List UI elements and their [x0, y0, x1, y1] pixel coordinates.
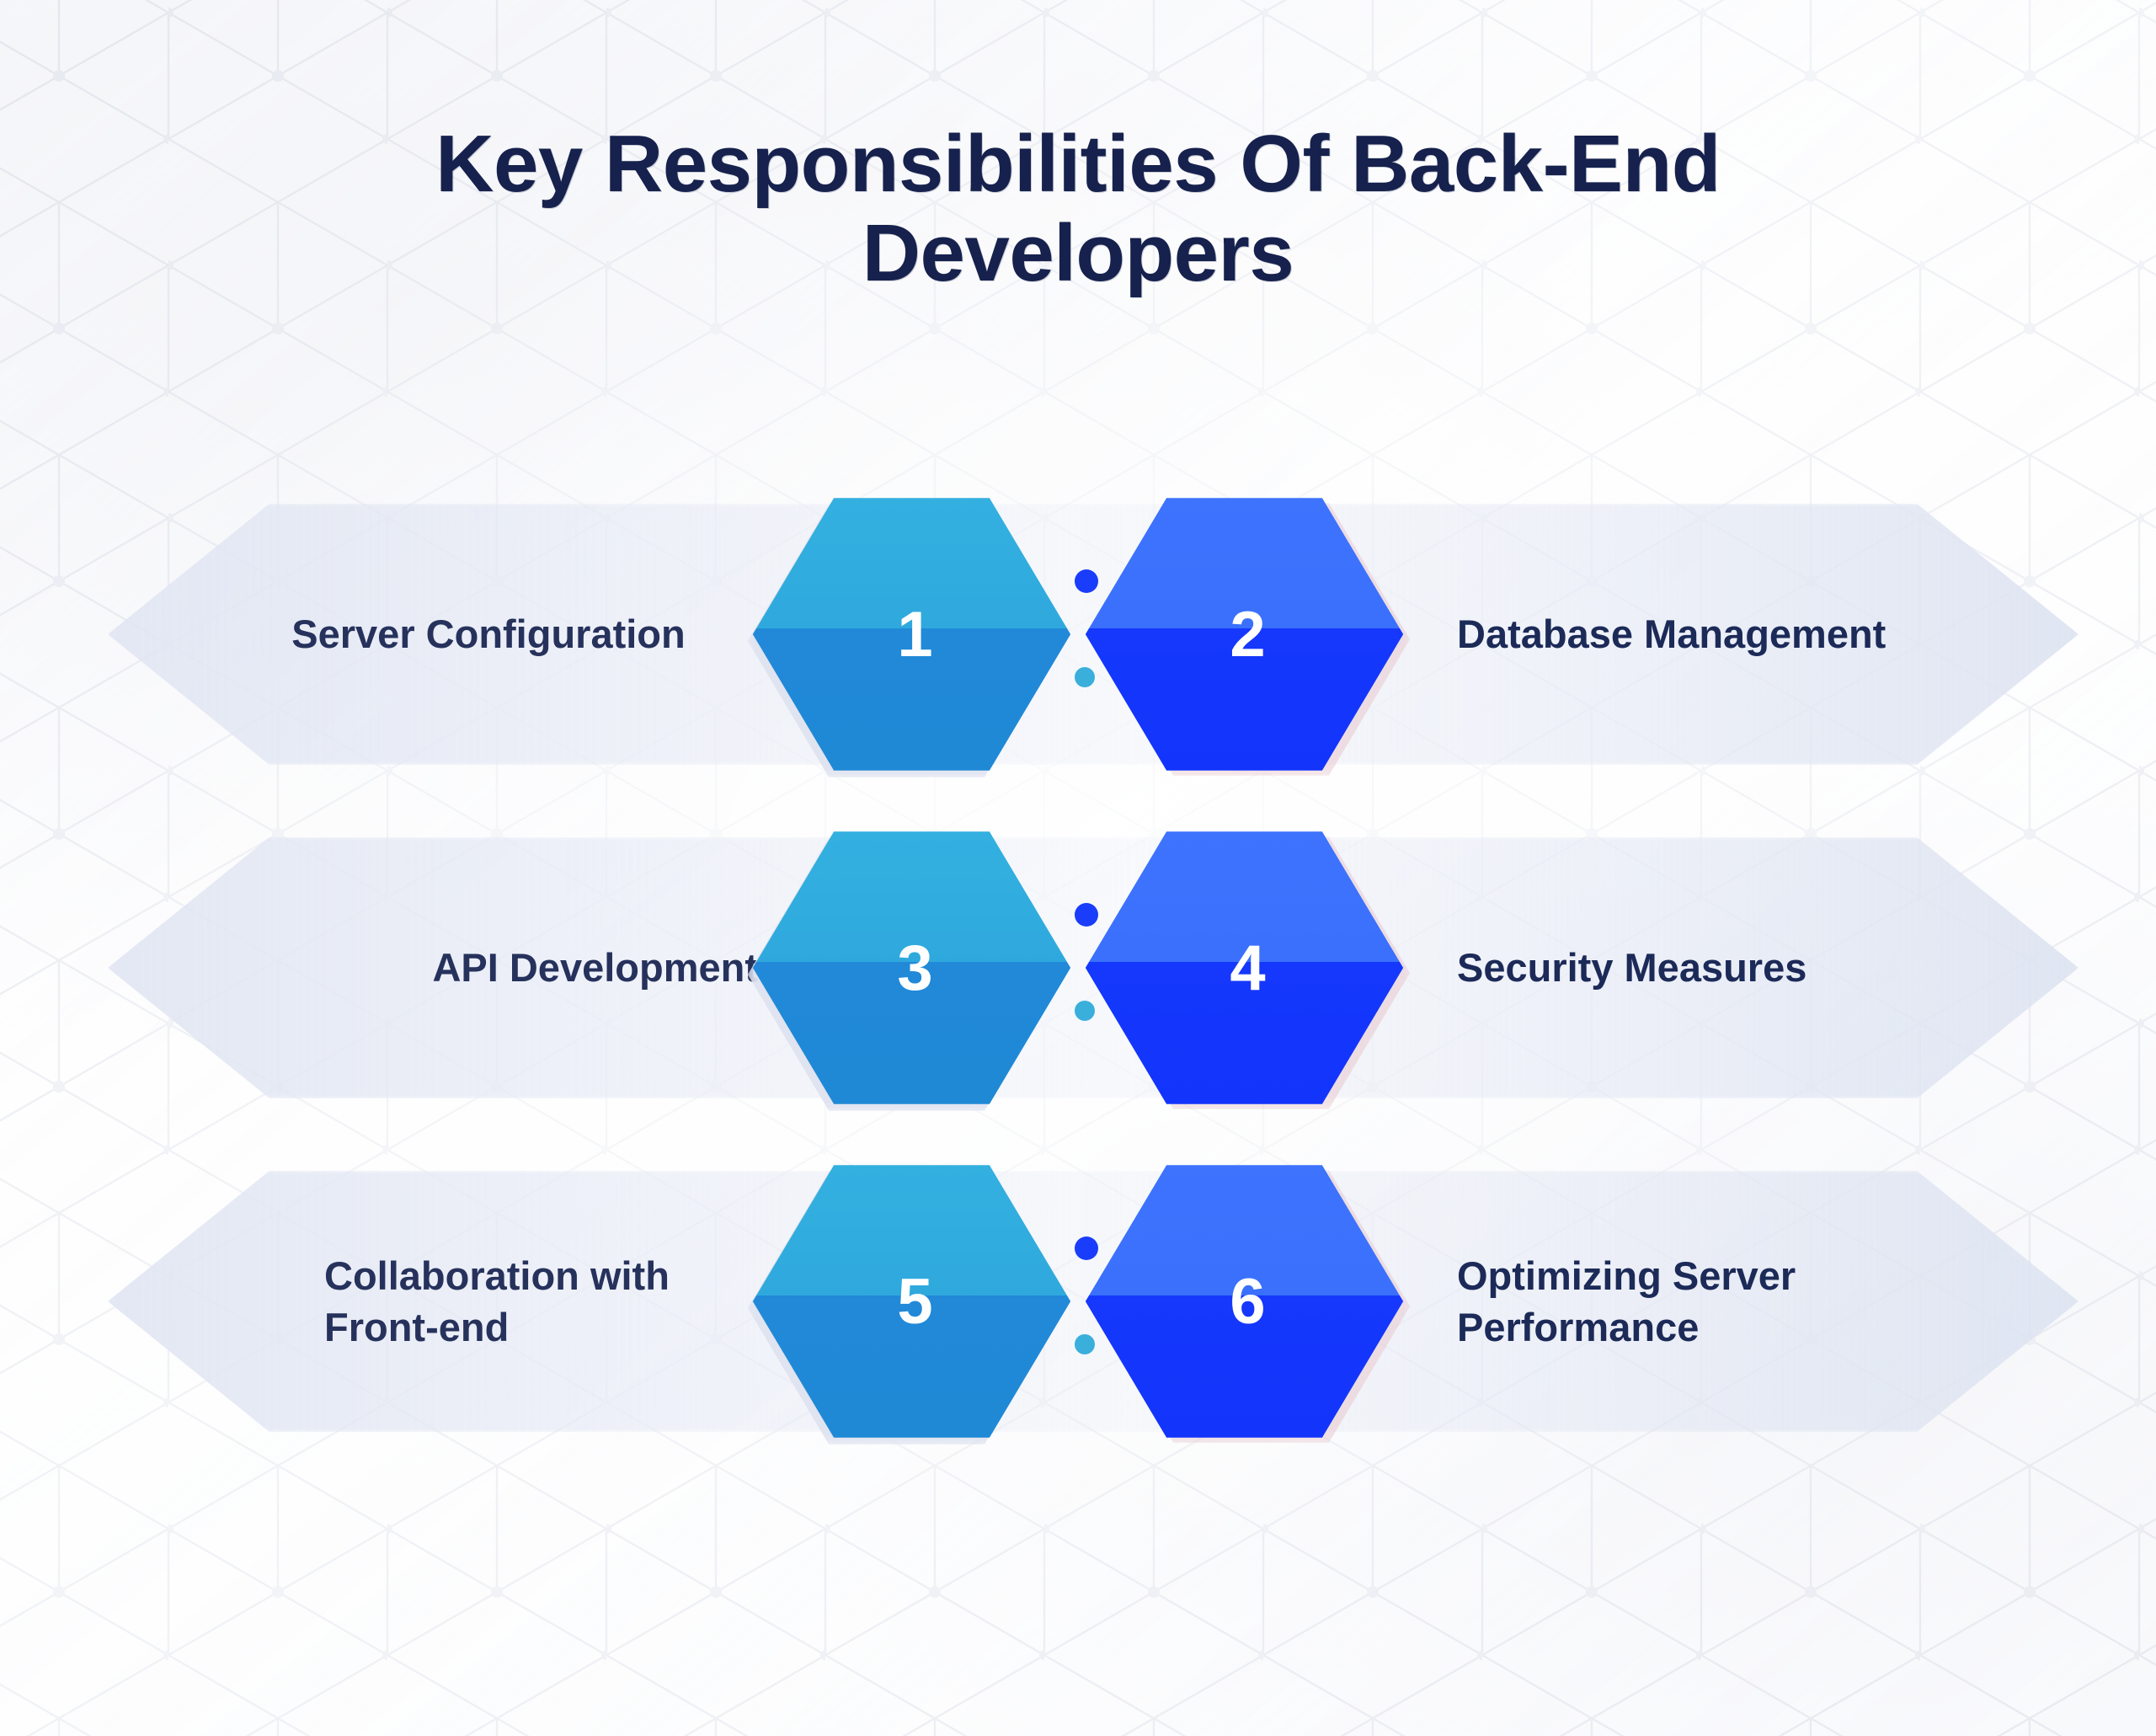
- row-3-right-label: Optimizing Server Performance: [1457, 1253, 1796, 1349]
- hex-number-6: 6: [1230, 1265, 1266, 1338]
- hex-item-3[interactable]: 3: [747, 829, 1074, 1111]
- hex-item-1[interactable]: 1: [747, 495, 1074, 777]
- row-3-connector-dots: [1075, 1162, 1100, 1440]
- connector-dot-blue: [1075, 903, 1098, 927]
- row-2-connector-dots: [1075, 829, 1100, 1107]
- hex-number-2: 2: [1230, 598, 1266, 670]
- connector-dot-cyan: [1075, 1001, 1095, 1021]
- connector-dot-cyan: [1075, 667, 1095, 687]
- hex-number-4: 4: [1230, 932, 1266, 1004]
- connector-dot-blue: [1075, 1237, 1098, 1260]
- hex-number-1: 1: [897, 598, 933, 670]
- row-1-connector-dots: [1075, 495, 1100, 773]
- connector-dot-blue: [1075, 569, 1098, 593]
- row-3: Collaboration with Front-end 5: [0, 1162, 2156, 1445]
- hex-item-4[interactable]: 4: [1082, 829, 1411, 1109]
- page-title: Key Responsibilities Of Back-End Develop…: [435, 119, 1721, 298]
- row-1-right-label: Database Management: [1457, 612, 1886, 657]
- row-1: Server Configuration 1: [0, 495, 2156, 777]
- hex-number-3: 3: [897, 932, 933, 1004]
- row-2-right-label: Security Measures: [1457, 945, 1807, 991]
- row-2: API Development 3: [0, 829, 2156, 1111]
- hex-number-5: 5: [897, 1265, 933, 1338]
- row-2-hex-pair: 3 4: [747, 829, 1423, 1111]
- hex-item-6[interactable]: 6: [1082, 1162, 1411, 1443]
- hex-item-2[interactable]: 2: [1082, 495, 1411, 776]
- row-3-left-label: Collaboration with Front-end: [324, 1253, 670, 1349]
- row-3-hex-pair: 5 6: [747, 1162, 1423, 1445]
- hex-item-5[interactable]: 5: [747, 1162, 1074, 1445]
- row-1-left-label: Server Configuration: [291, 612, 686, 657]
- row-2-left-label: API Development: [432, 945, 758, 991]
- row-1-hex-pair: 1 2: [747, 495, 1423, 777]
- connector-dot-cyan: [1075, 1334, 1095, 1354]
